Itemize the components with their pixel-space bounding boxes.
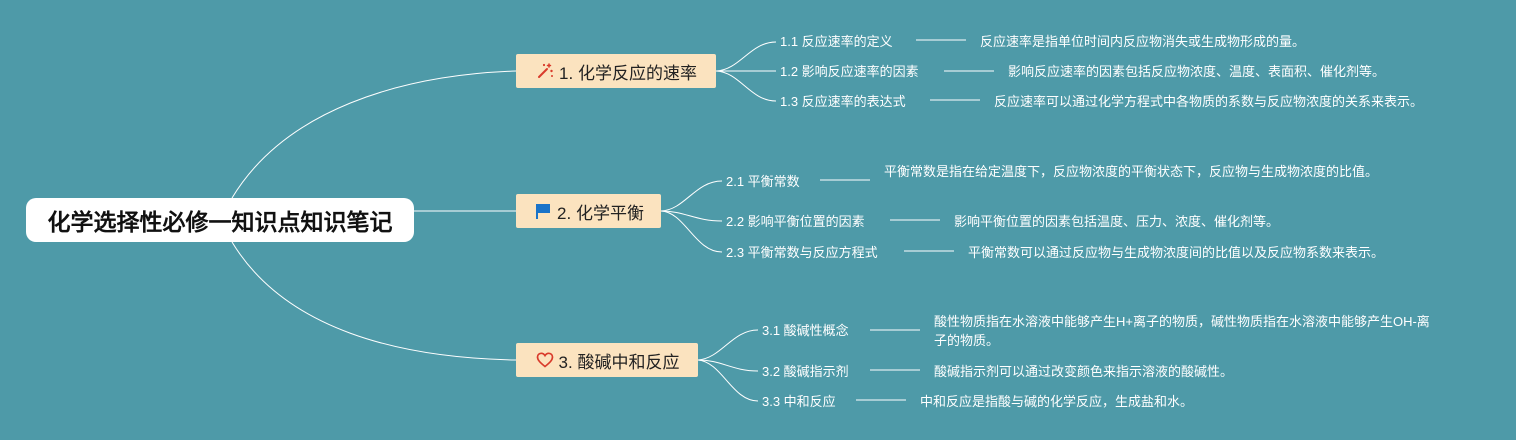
subtopic-3-1-description: 酸性物质指在水溶液中能够产生H+离子的物质，碱性物质指在水溶液中能够产生OH-离… (934, 314, 1430, 348)
branch-chemical-equilibrium[interactable]: 2. 化学平衡 (516, 194, 661, 228)
subtopic-1-3-description: 反应速率可以通过化学方程式中各物质的系数与反应物浓度的关系来表示。 (994, 94, 1424, 109)
branch-label: 3. 酸碱中和反应 (558, 352, 680, 372)
subtopic-2-3[interactable]: 2.3 平衡常数与反应方程式 (726, 245, 878, 260)
branch-acid-base-neutralization[interactable]: 3. 酸碱中和反应 (516, 343, 698, 377)
subtopic-2-1-description: 平衡常数是指在给定温度下，反应物浓度的平衡状态下，反应物与生成物浓度的比值。 (884, 164, 1379, 179)
edge-root-branch-3 (231, 241, 517, 361)
root-title: 化学选择性必修一知识点知识笔记 (47, 209, 393, 235)
subtopic-3-1[interactable]: 3.1 酸碱性概念 (762, 323, 849, 338)
subtopic-1-2-description: 影响反应速率的因素包括反应物浓度、温度、表面积、催化剂等。 (1008, 64, 1386, 79)
subtopic-1-1[interactable]: 1.1 反应速率的定义 (780, 34, 893, 49)
edge-b1-s1 (715, 41, 777, 72)
branch-label: 2. 化学平衡 (557, 203, 644, 223)
subtopic-1-2[interactable]: 1.2 影响反应速率的因素 (780, 64, 919, 79)
flag-icon (533, 201, 553, 221)
subtopic-3-2-description: 酸碱指示剂可以通过改变颜色来指示溶液的酸碱性。 (934, 364, 1234, 379)
edge-b2-s3 (660, 210, 723, 253)
edge-root-branch-1 (231, 70, 517, 199)
root-topic[interactable]: 化学选择性必修一知识点知识笔记 (26, 198, 414, 242)
subtopic-3-2[interactable]: 3.2 酸碱指示剂 (762, 364, 849, 379)
heart-icon (535, 350, 555, 370)
subtopic-1-1-description: 反应速率是指单位时间内反应物消失或生成物形成的量。 (980, 34, 1306, 49)
subtopic-3-3-description: 中和反应是指酸与碱的化学反应，生成盐和水。 (920, 394, 1194, 409)
subtopic-1-3[interactable]: 1.3 反应速率的表达式 (780, 94, 906, 109)
subtopic-3-3[interactable]: 3.3 中和反应 (762, 394, 836, 409)
subtopic-2-1[interactable]: 2.1 平衡常数 (726, 174, 800, 189)
edge-b3-s3 (697, 359, 759, 402)
edge-b2-s1 (660, 180, 723, 212)
subtopic-2-2[interactable]: 2.2 影响平衡位置的因素 (726, 214, 865, 229)
edge-b3-s1 (697, 329, 759, 361)
branch-reaction-rate[interactable]: 1. 化学反应的速率 (516, 54, 716, 88)
edge-b1-s3 (715, 70, 777, 102)
sparkle-wand-icon (535, 61, 555, 81)
edge-b3-s2 (697, 359, 759, 372)
edge-b2-s2 (660, 210, 723, 222)
subtopic-2-2-description: 影响平衡位置的因素包括温度、压力、浓度、催化剂等。 (954, 214, 1280, 229)
branch-label: 1. 化学反应的速率 (559, 63, 697, 83)
subtopic-2-3-description: 平衡常数可以通过反应物与生成物浓度间的比值以及反应物系数来表示。 (968, 245, 1385, 260)
